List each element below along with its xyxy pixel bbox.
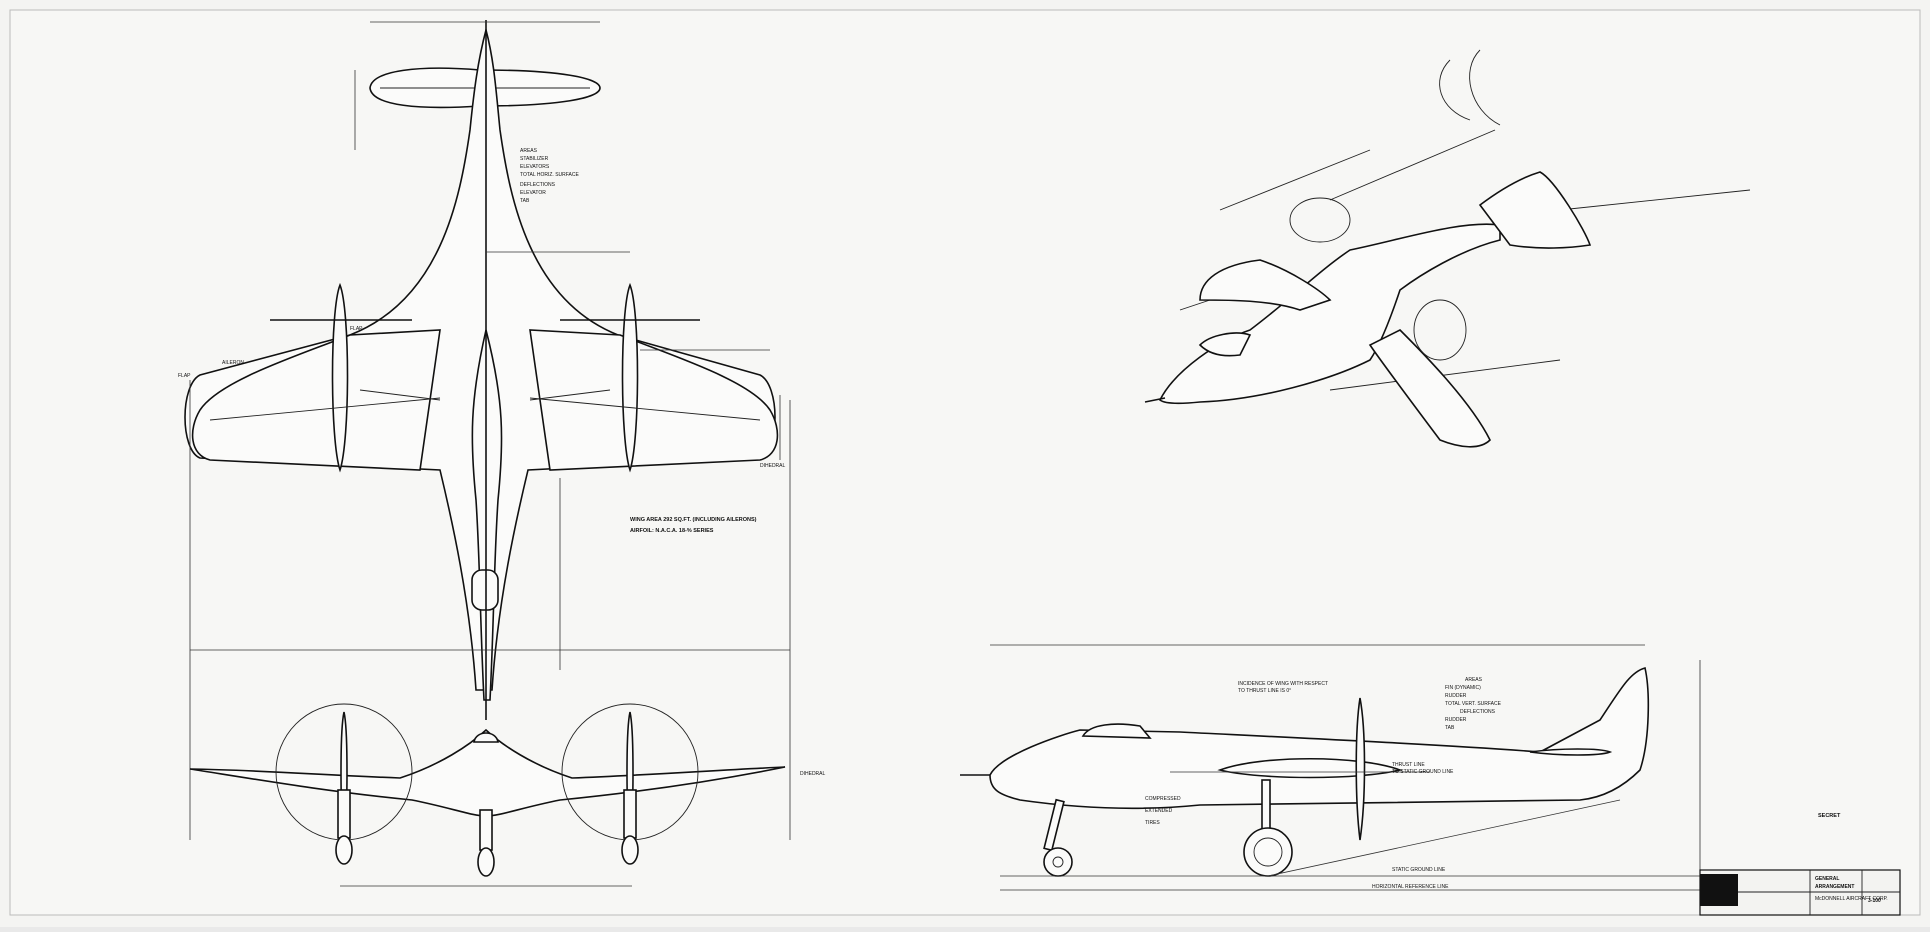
side-canopy [1081, 723, 1152, 739]
sketch-nose-probe [1144, 397, 1166, 403]
nose-wheel [477, 847, 495, 877]
static-ground-line-label: STATIC GROUND LINE [1392, 867, 1446, 873]
sketch-arc-1 [1439, 59, 1471, 121]
wing-notes: WING AREA 292 SQ.FT. (INCLUDING AILERONS… [178, 148, 786, 534]
side-main-wheel [1243, 827, 1293, 877]
stabilizer-area: STABILIZER [520, 156, 549, 162]
side-main-hub [1253, 837, 1283, 867]
sketch-left-prop-disc [1289, 197, 1351, 243]
thrust-line-note-2: TO STATIC GROUND LINE [1392, 769, 1454, 775]
title-block: GENERAL ARRANGEMENT McDONNELL AIRCRAFT C… [1699, 869, 1901, 916]
flap-inboard-label: FLAP [350, 326, 363, 332]
right-flap-line [529, 389, 611, 401]
side-deflections-heading: DEFLECTIONS [1460, 709, 1496, 715]
left-main-gear [337, 789, 351, 839]
sketch-left-wing [1199, 259, 1332, 311]
perspective-sketch [1144, 49, 1751, 448]
title-line-2: ARRANGEMENT [1815, 884, 1854, 890]
extended-label: EXTENDED [1145, 808, 1173, 814]
tail-clearance-line [1267, 799, 1621, 877]
side-tab-deflection: TAB [1445, 725, 1455, 731]
sketch-tail [1478, 171, 1592, 249]
left-nacelle [331, 282, 349, 473]
rudder-deflection: RUDDER [1445, 717, 1467, 723]
horizontal-reference-label: HORIZONTAL REFERENCE LINE [1372, 884, 1449, 890]
speed-line-2 [1329, 129, 1496, 201]
side-horizontal-tail [1529, 748, 1613, 756]
side-fuselage [989, 667, 1650, 810]
right-aileron-line [529, 397, 761, 421]
dihedral-plan-label: DIHEDRAL [760, 463, 786, 469]
sketch-arc-2 [1469, 49, 1501, 126]
side-nacelle [1217, 757, 1403, 779]
right-wing [529, 329, 779, 471]
drawing-number: 3-100 [1868, 898, 1881, 904]
airfoil-note: AIRFOIL: N.A.C.A. 18-% SERIES [630, 528, 714, 534]
left-aileron-line [209, 397, 441, 421]
side-nose-wheel [1043, 847, 1073, 877]
tab-deflection: TAB [520, 198, 530, 204]
speed-line-3 [1559, 189, 1751, 211]
right-nacelle [621, 282, 639, 473]
front-canopy [473, 732, 499, 743]
total-horiz-surface: TOTAL HORIZ. SURFACE [520, 172, 579, 178]
dihedral-front-label: DIHEDRAL [800, 771, 826, 777]
plan-view [184, 20, 791, 840]
thrust-line-note-1: THRUST LINE [1392, 762, 1425, 768]
deflections-heading: DEFLECTIONS [520, 182, 556, 188]
left-wing [191, 329, 441, 471]
sketch-right-wing [1368, 329, 1491, 448]
incidence-note-1: INCIDENCE OF WING WITH RESPECT [1238, 681, 1328, 687]
rudder-area: RUDDER [1445, 693, 1467, 699]
sketch-canopy [1198, 332, 1252, 357]
elevator-deflection: ELEVATOR [520, 190, 546, 196]
wing-area-note: WING AREA 292 SQ.FT. (INCLUDING AILERONS… [630, 517, 757, 523]
side-propeller [1355, 697, 1366, 841]
center-fuselage [471, 329, 503, 701]
incidence-note-2: TO THRUST LINE IS 0° [1238, 688, 1291, 694]
front-view: DIHEDRAL [189, 703, 826, 887]
left-wheel [335, 835, 353, 865]
front-view-wing [189, 728, 786, 817]
compressed-label: COMPRESSED [1145, 796, 1181, 802]
secret-marking: SECRET [1818, 813, 1841, 819]
side-main-gear [1261, 779, 1271, 831]
tires-label: TIRES [1145, 820, 1160, 826]
tail-areas-heading: AREAS [520, 148, 538, 154]
company-line: McDONNELL AIRCRAFT CORP. [1815, 896, 1888, 902]
aileron-label: AILERON [222, 360, 244, 366]
speed-line-1 [1219, 149, 1371, 211]
elevators-area: ELEVATORS [520, 164, 550, 170]
right-wheel [621, 835, 639, 865]
title-block-logo [1700, 874, 1738, 906]
speed-line-4 [1329, 359, 1561, 391]
side-view: INCIDENCE OF WING WITH RESPECT TO THRUST… [960, 644, 1701, 891]
right-main-gear [623, 789, 637, 839]
sketch-right-prop-disc [1413, 299, 1467, 361]
nose-gear [479, 809, 493, 851]
fin-area: FIN (DYNAMIC) [1445, 685, 1481, 691]
title-line-1: GENERAL [1815, 876, 1839, 882]
sketch-fuselage [1158, 223, 1501, 405]
side-nose-gear [1043, 798, 1065, 852]
side-areas-heading: AREAS [1465, 677, 1483, 683]
left-flap-line [359, 389, 441, 401]
canopy-plan [471, 569, 499, 611]
total-vert-surface: TOTAL VERT. SURFACE [1445, 701, 1502, 707]
flap-label: FLAP [178, 373, 191, 379]
side-nose-hub [1052, 856, 1064, 868]
